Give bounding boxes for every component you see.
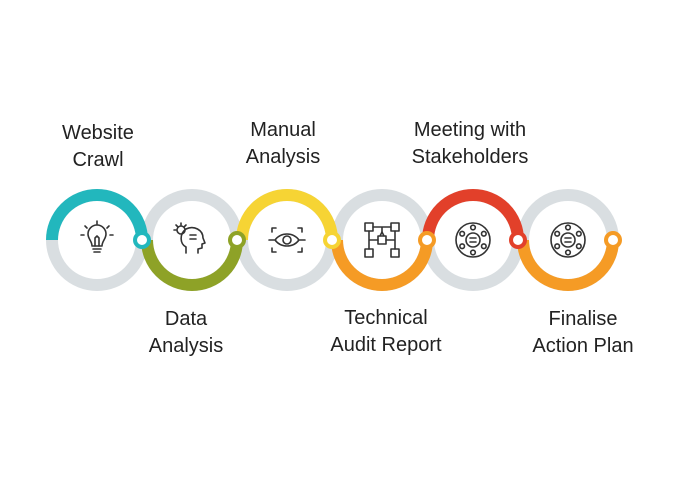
connector-dot: [418, 231, 436, 249]
ring-arc: [236, 189, 338, 241]
step-label-finalise-action-plan: Finalise Action Plan: [513, 306, 653, 360]
head-idea-icon: [173, 222, 206, 254]
step-label-line: Audit Report: [330, 334, 442, 356]
meeting-table-icon: [455, 222, 491, 258]
step-label-meeting-with-stakeholders: Meeting with Stakeholders: [395, 117, 545, 171]
step-label-line: Data: [164, 308, 208, 330]
step-label-line: Analysis: [148, 335, 224, 357]
ring-arc: [517, 239, 619, 291]
ring-arc: [46, 189, 148, 241]
step-label-line: Website: [62, 122, 134, 144]
eye-scan-icon: [268, 227, 306, 253]
step-label-website-crawl: Website Crawl: [38, 120, 158, 174]
connector-dot: [228, 231, 246, 249]
step-label-manual-analysis: Manual Analysis: [223, 117, 343, 171]
step-label-line: Analysis: [245, 146, 321, 168]
step-label-line: Finalise: [548, 308, 618, 330]
step-label-line: Action Plan: [532, 335, 634, 357]
connector-dot: [509, 231, 527, 249]
meeting-table-icon: [550, 222, 586, 258]
connector-dot: [323, 231, 341, 249]
ring-arc: [422, 189, 524, 241]
step-label-line: Crawl: [72, 149, 124, 171]
step-label-technical-audit-report: Technical Audit Report: [311, 305, 461, 359]
network-icon: [364, 222, 400, 258]
connector-dot: [604, 231, 622, 249]
ring-arc: [141, 239, 243, 291]
step-label-line: Meeting with: [413, 119, 527, 141]
step-label-line: Technical: [344, 307, 428, 329]
step-label-line: Stakeholders: [411, 146, 529, 168]
step-label-data-analysis: Data Analysis: [126, 306, 246, 360]
lightbulb-icon: [80, 220, 114, 253]
connector-dot: [133, 231, 151, 249]
step-label-line: Manual: [250, 119, 316, 141]
ring-arc: [331, 239, 433, 291]
